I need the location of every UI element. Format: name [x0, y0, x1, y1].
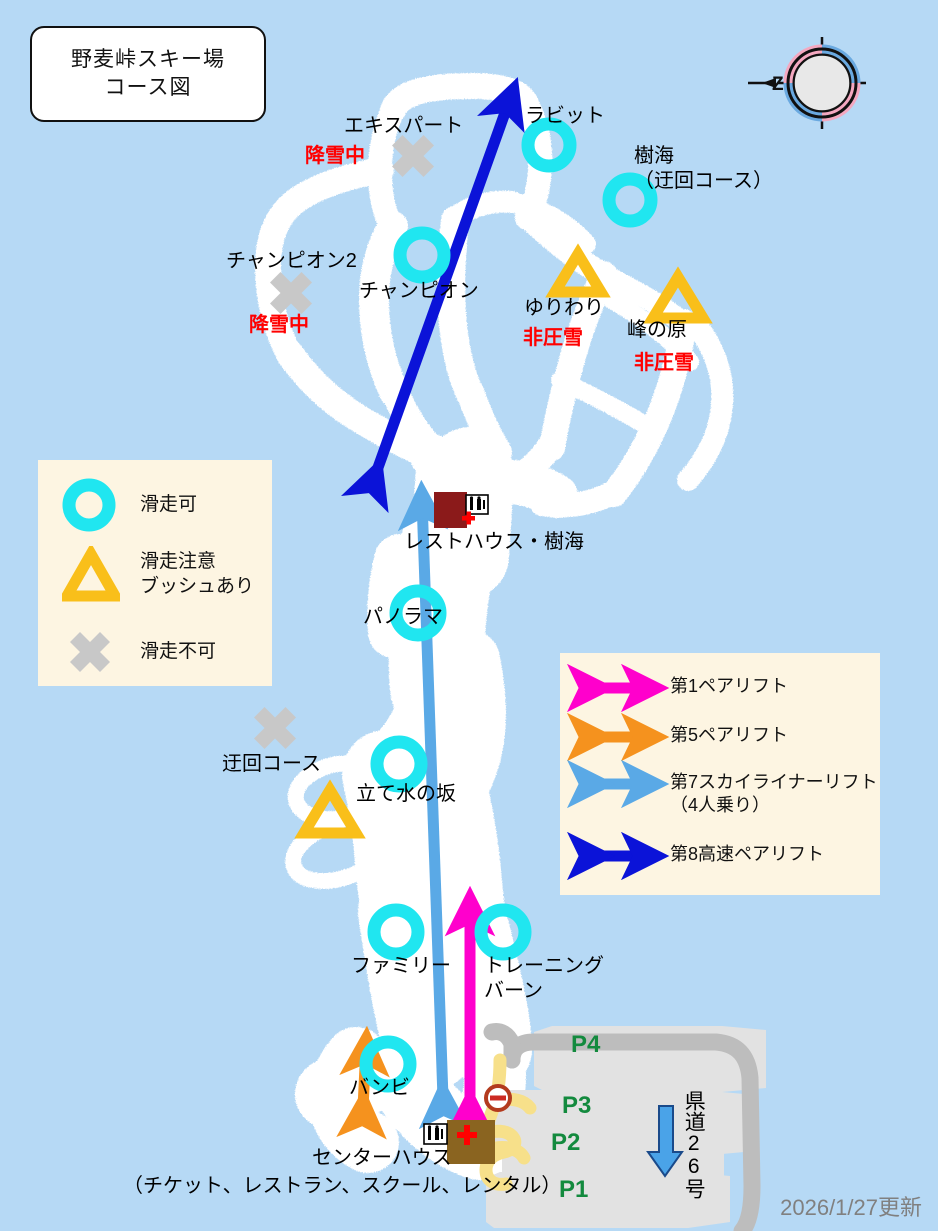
- first-aid-icon: [462, 511, 475, 525]
- map-title-line2: コース図: [104, 76, 192, 99]
- course-status-yuriwari: 非圧雪: [523, 327, 583, 349]
- triangle-caution-icon: [545, 243, 611, 298]
- circle-ok-icon: [389, 584, 447, 642]
- circle-ok-icon: [367, 903, 425, 961]
- legend-row-ok: 滑走可: [62, 478, 197, 532]
- triangle-caution-icon: [294, 779, 366, 839]
- facility-sub-centerhouse: （チケット、レストラン、スクール、レンタル）: [123, 1175, 562, 1197]
- parking-label-p2: P2: [551, 1129, 580, 1156]
- legend-label-caution: 滑走注意 ブッシュあり: [140, 551, 255, 597]
- cross-closed-icon: [270, 272, 312, 314]
- course-label-champion2: チャンピオン2: [226, 250, 357, 272]
- course-label-juka: 樹海 （迂回コース）: [634, 145, 773, 192]
- no-entry-icon: [484, 1084, 512, 1112]
- circle-ok-icon: [521, 117, 577, 173]
- parking-labels: P4 P3 P2 P1: [551, 1031, 601, 1203]
- course-label-training-barn: トレーニング バーン: [484, 955, 604, 1002]
- circle-ok-icon: [474, 903, 532, 961]
- compass-north-label: Z: [772, 74, 784, 95]
- toilet-icon: [465, 494, 489, 515]
- building-icon: [434, 492, 467, 528]
- triangle-caution-icon: [643, 266, 713, 324]
- parking-label-p1: P1: [559, 1176, 588, 1203]
- course-label-ukai: 迂回コース: [222, 753, 321, 775]
- first-aid-icon: [457, 1125, 477, 1145]
- course-label-yuriwari: ゆりわり: [524, 297, 604, 319]
- lift-legend-arrows: [566, 663, 670, 881]
- facility-label-resthouse: レストハウス・樹海: [404, 531, 584, 553]
- course-status-expert: 降雪中: [305, 145, 365, 167]
- facility-label-centerhouse: センターハウス: [312, 1147, 452, 1169]
- circle-ok-icon: [359, 1035, 417, 1093]
- map-title-line1: 野麦峠スキー場: [71, 47, 225, 71]
- course-label-panorama: パノラマ: [363, 606, 443, 628]
- course-label-expert: エキスパート: [344, 115, 464, 137]
- lift-legend-label-8: 第8高速ペアリフト: [670, 844, 825, 864]
- legend-row-caution: 滑走注意 ブッシュあり: [62, 546, 254, 604]
- circle-ok-icon: [393, 226, 451, 284]
- lift-legend-label-7: 第7スカイライナーリフト （4人乗り）: [670, 772, 878, 816]
- update-date: 2026/1/27更新: [780, 1194, 922, 1220]
- triangle-caution-icon: [62, 546, 120, 602]
- lift-8-line: [340, 76, 525, 514]
- course-label-mine-no-hara: 峰の原: [627, 319, 687, 341]
- map-title-card: 野麦峠スキー場 コース図: [30, 26, 266, 122]
- lift-7-line: [397, 479, 470, 1130]
- parking-label-p4: P4: [571, 1031, 601, 1058]
- legend-label-closed: 滑走不可: [140, 640, 217, 662]
- legend-label-ok: 滑走可: [140, 493, 198, 515]
- cross-closed-icon: [392, 135, 434, 177]
- course-label-tatemizu: 立て水の坂: [356, 783, 456, 805]
- circle-ok-icon: [62, 478, 116, 532]
- course-status-mine-no-hara: 非圧雪: [634, 352, 694, 374]
- lift-legend-label-5: 第5ペアリフト: [670, 725, 789, 745]
- course-label-champion: チャンピオン: [359, 280, 479, 302]
- course-label-bambi: バンビ: [349, 1077, 410, 1099]
- course-label-rabbit: ラビット: [525, 105, 605, 127]
- course-status-champion2: 降雪中: [249, 314, 309, 336]
- road-label: 県道26号: [682, 1090, 706, 1199]
- circle-ok-icon: [602, 172, 658, 228]
- cross-closed-icon: [70, 632, 110, 672]
- toilet-icon: [423, 1123, 448, 1145]
- symbol-legend: 滑走可 滑走注意 ブッシュあり 滑走不可: [38, 460, 272, 686]
- building-icon: [447, 1120, 495, 1164]
- lift-legend: 第1ペアリフト 第5ペアリフト 第7スカイライナーリフト （4人乗り） 第8高速…: [560, 653, 880, 895]
- parking-label-p3: P3: [562, 1092, 591, 1119]
- legend-row-closed: 滑走不可: [64, 626, 216, 678]
- down-arrow-icon: [646, 1105, 684, 1178]
- cross-closed-icon: [254, 707, 296, 749]
- circle-ok-icon: [370, 735, 428, 793]
- lift-legend-label-1: 第1ペアリフト: [670, 676, 789, 696]
- compass-rose-icon: [748, 37, 866, 129]
- course-label-family: ファミリー: [351, 955, 451, 977]
